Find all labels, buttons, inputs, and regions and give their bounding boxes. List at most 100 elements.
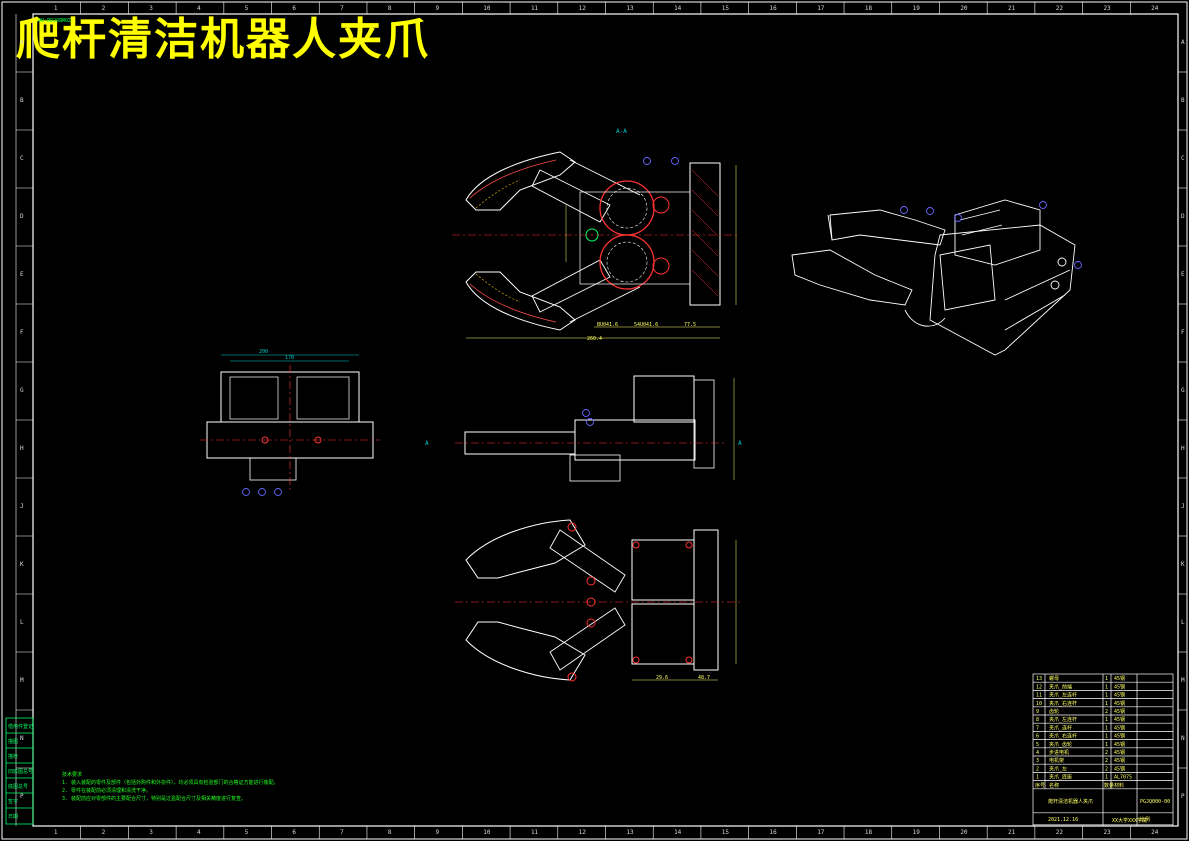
zone-col-top: 17 (817, 5, 825, 12)
zone-row-right: B (1181, 97, 1185, 104)
zone-col-top: 14 (674, 5, 682, 12)
zone-col-top: 5 (244, 5, 249, 12)
zone-col-bottom: 17 (817, 829, 825, 836)
bom-cell: 45钢 (1114, 749, 1125, 756)
zone-col-bottom: 24 (1151, 829, 1159, 836)
zone-col-bottom: 14 (674, 829, 682, 836)
view-arrow-right: A (738, 440, 742, 447)
bom-cell: 45钢 (1114, 733, 1125, 740)
bottom-view: 29.6 48.7 (455, 519, 740, 682)
bom-cell: 10 (1036, 701, 1042, 707)
bom-cell: 夹爪_前端 (1049, 683, 1072, 690)
zone-col-bottom: 19 (912, 829, 920, 836)
left-strip-label: 底图总号 (8, 783, 28, 790)
zone-row-left: F (20, 329, 24, 336)
bom-cell: 45钢 (1114, 724, 1125, 731)
left-strip-label: 描图 (8, 738, 18, 745)
bom-cell: 夹爪_左连杆 (1049, 692, 1077, 699)
bom-cell: 4 (1036, 750, 1039, 756)
zone-col-top: 19 (912, 5, 920, 12)
zone-row-left: D (20, 213, 24, 220)
section-label: A-A (616, 128, 627, 135)
zone-col-bottom: 22 (1055, 829, 1063, 836)
zone-row-left: G (20, 387, 24, 394)
part-balloons (242, 157, 1082, 496)
bom-cell: 夹爪_右连杆 (1049, 700, 1077, 707)
zone-col-bottom: 11 (530, 829, 539, 836)
zone-row-left: A (20, 39, 24, 46)
zone-col-top: 21 (1008, 5, 1016, 12)
zone-row-right: F (1181, 329, 1185, 336)
isometric-view (791, 199, 1076, 356)
notes-line-1: 1. 装入装配的零件及部件（包括外购件和外协件），均必须具有检验部门的合格证方能… (62, 780, 279, 786)
bom-cell: 1 (1105, 717, 1108, 723)
zone-col-bottom: 3 (149, 829, 153, 836)
zone-col-top: 8 (387, 5, 392, 12)
bom-cell: 45钢 (1114, 708, 1125, 715)
bom-cell: 9 (1036, 709, 1039, 715)
bom-cell: 45钢 (1114, 683, 1125, 690)
dim-front-total: 260.4 (587, 336, 602, 342)
view-arrow-left: A (425, 440, 429, 447)
zone-col-bottom: 7 (340, 829, 344, 836)
zone-row-left: E (20, 271, 24, 278)
zone-col-top: 6 (292, 5, 297, 12)
zone-col-top: 22 (1055, 5, 1063, 12)
bom-cell: 1 (1105, 725, 1108, 731)
zone-row-right: D (1181, 213, 1185, 220)
top-view: A A (425, 375, 742, 482)
title-block-text: PGJQ000-00 (1140, 799, 1170, 805)
bom-cell: 6 (1036, 734, 1039, 740)
bom-cell: 1 (1105, 742, 1108, 748)
bom-cell: 1 (1036, 775, 1039, 781)
bom-cell: 夹爪_底座 (1049, 774, 1072, 781)
bom-cell: 夹爪_连杆 (1049, 724, 1072, 731)
zone-col-bottom: 8 (387, 829, 392, 836)
zone-row-left: P (20, 793, 24, 800)
zone-row-right: N (1181, 735, 1185, 742)
dim-front-1: BU041.6 (597, 322, 618, 328)
zone-row-left: H (20, 445, 24, 452)
left-strip-label: 签字 (8, 798, 18, 805)
notes-heading: 技术要求 (62, 772, 83, 778)
zone-col-bottom: 23 (1103, 829, 1111, 836)
zone-col-top: 16 (769, 5, 777, 12)
zone-col-bottom: 16 (769, 829, 777, 836)
bom-cell: 1 (1105, 684, 1108, 690)
zone-ticks (15, 2, 1187, 839)
zone-col-top: 4 (196, 5, 201, 12)
technical-notes: 技术要求 1. 装入装配的零件及部件（包括外购件和外协件），均必须具有检验部门的… (62, 771, 279, 803)
bom-cell: 1 (1105, 701, 1108, 707)
zone-col-bottom: 4 (196, 829, 201, 836)
zone-row-right: P (1181, 793, 1185, 800)
bom-title-block (1032, 673, 1174, 827)
zone-col-bottom: 15 (721, 829, 729, 836)
zone-row-right: H (1181, 445, 1185, 452)
drawing-title: 爬杆清洁机器人夹爪 (16, 14, 430, 65)
zone-col-top: 18 (864, 5, 873, 12)
zone-row-left: B (20, 97, 24, 104)
left-strip-label: 描校 (8, 753, 18, 760)
zone-col-top: 20 (960, 5, 968, 12)
zone-col-top: 12 (578, 5, 586, 12)
zone-col-top: 7 (340, 5, 344, 12)
bom-cell: 45钢 (1114, 757, 1125, 764)
front-section-view: A-A 260.4 BU04 (452, 128, 740, 342)
notes-line-2: 2. 零件在装配前必须清理和清洗干净。 (62, 788, 152, 794)
bom-header-cell: 数量 (1104, 782, 1114, 789)
dim-bottom-2: 48.7 (698, 675, 710, 681)
zone-col-bottom: 21 (1008, 829, 1016, 836)
left-register-strip (5, 717, 34, 825)
bom-cell: 1 (1105, 775, 1108, 781)
zone-row-left: C (20, 155, 24, 162)
notes-line-3: 3. 装配前应对零部件的主要配合尺寸，特别是过盈配合尺寸及相关精度进行复查。 (62, 796, 247, 802)
bom-cell: 7 (1036, 725, 1039, 731)
left-strip-label: 旧底图总号 (8, 768, 33, 775)
zone-col-top: 13 (626, 5, 634, 12)
zone-col-bottom: 12 (578, 829, 586, 836)
bom-cell: 2 (1036, 766, 1039, 772)
zone-col-top: 15 (721, 5, 729, 12)
bom-cell: 3 (1036, 758, 1039, 764)
title-block-text: 2021.12.16 (1048, 817, 1078, 823)
